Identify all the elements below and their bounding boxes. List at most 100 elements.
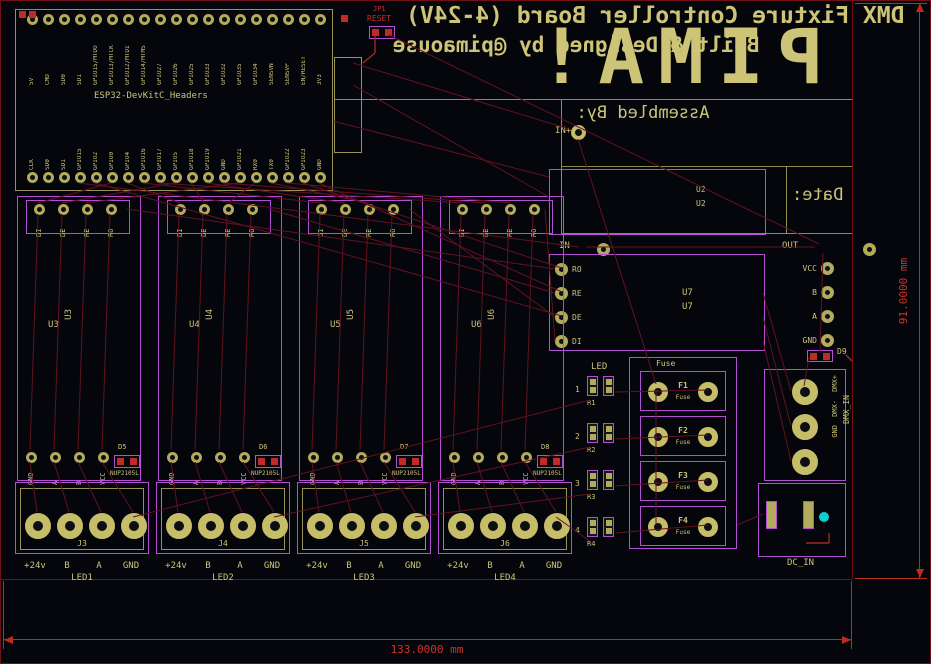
module-pin[interactable]: RO [529,204,540,237]
pin-pad[interactable] [473,452,484,463]
d9-tvs-diode[interactable] [807,350,833,362]
module-pin[interactable]: VCC [98,452,109,485]
pin-pad[interactable] [247,204,258,215]
pin-pad[interactable] [314,14,326,25]
resistor-smd[interactable] [603,376,614,396]
esp32-pin[interactable]: GPIO21 [232,106,248,183]
edge-pin[interactable]: B [787,286,834,299]
smd-pad[interactable] [29,11,36,18]
connector-pad[interactable] [512,513,538,539]
esp32-pin[interactable]: GPIO22 [280,106,296,183]
led-connector[interactable]: J6 +24v B A GND LED4 [438,482,572,583]
tvs-diode[interactable] [114,455,140,468]
dmx-connector[interactable] [764,369,846,481]
esp32-pin[interactable]: TX0 [264,106,280,183]
dc-in-connector[interactable] [758,483,846,557]
pin-pad[interactable] [234,172,246,183]
esp32-pin[interactable]: EN/RESET [296,14,312,85]
connector-pad[interactable] [25,513,51,539]
esp32-pin[interactable]: GPIO0 [104,106,120,183]
esp32-pin[interactable]: RX0 [248,106,264,183]
pin-pad[interactable] [332,452,343,463]
pin-pad[interactable] [42,172,54,183]
connector-pad[interactable] [262,513,288,539]
pin-pad[interactable] [26,172,38,183]
esp32-pin[interactable]: GPIO16 [136,106,152,183]
pin-pad[interactable] [167,452,178,463]
esp32-pin[interactable]: GPIO15/MTDO [88,14,104,85]
rs485-module[interactable]: DI DE RE [440,196,564,485]
connector-pad[interactable] [166,513,192,539]
dmx-pad[interactable] [792,449,818,475]
esp32-pin[interactable]: CLK [24,106,40,183]
esp32-pin[interactable]: GPIO23 [296,106,312,183]
smd-pad[interactable] [117,458,124,465]
pin-pad[interactable] [380,452,391,463]
module-pin[interactable]: RO [247,204,258,237]
smd-pad[interactable] [130,458,137,465]
pin-pad[interactable] [58,14,70,25]
module-pin[interactable]: A [473,452,484,485]
module-pin[interactable]: B [497,452,508,485]
pin-pad[interactable] [74,452,85,463]
connector-pad[interactable] [371,513,397,539]
esp32-pin[interactable]: 5V [24,14,40,85]
pin-pad[interactable] [186,172,198,183]
pin-pad[interactable] [481,204,492,215]
smd-pad[interactable] [412,458,419,465]
pin-pad[interactable] [34,204,45,215]
led-smd[interactable] [587,423,598,443]
pin-pad[interactable] [250,14,262,25]
module-pin[interactable]: RE [364,204,375,237]
out-pad[interactable] [863,243,877,256]
esp32-pin[interactable]: GPIO14/MTMS [136,14,152,85]
led-smd[interactable] [587,470,598,490]
module-pin[interactable]: DE [481,204,492,237]
esp32-pin[interactable]: SD0 [56,14,72,85]
module-pin[interactable]: GND [167,452,178,485]
smd-pad[interactable] [399,458,406,465]
pin-pad[interactable] [266,172,278,183]
smd-pad[interactable] [258,458,265,465]
module-pin[interactable]: GND [449,452,460,485]
pin-pad[interactable] [821,286,834,299]
pin-pad[interactable] [449,452,460,463]
pin-pad[interactable] [58,172,70,183]
led-connector[interactable]: J5 +24v B A GND LED3 [297,482,431,583]
u2-block[interactable]: U2 U2 [549,169,766,235]
module-pin[interactable]: VCC [380,452,391,485]
pin-pad[interactable] [223,204,234,215]
pin-pad[interactable] [154,172,166,183]
pin-pad[interactable] [138,14,150,25]
module-pin[interactable]: A [332,452,343,485]
pin-pad[interactable] [106,14,118,25]
pin-pad[interactable] [175,204,186,215]
pin-pad[interactable] [186,14,198,25]
module-pin[interactable]: RE [223,204,234,237]
esp32-module[interactable]: 5V CMD SD0 SD1 G [15,9,333,191]
pin-pad[interactable] [170,14,182,25]
led-group[interactable]: 1 R1 [575,373,621,414]
tvs-diode[interactable] [396,455,422,468]
pin-pad[interactable] [215,452,226,463]
esp32-pin[interactable]: CMD [40,14,56,85]
rs485-module[interactable]: DI DE RE [158,196,282,485]
fuse[interactable]: F3 Fuse [640,461,726,501]
pin-pad[interactable] [199,204,210,215]
dc-pad[interactable] [803,501,814,529]
pin-pad[interactable] [529,204,540,215]
connector-pad[interactable] [57,513,83,539]
pin-pad[interactable] [298,172,310,183]
module-pin[interactable]: DE [340,204,351,237]
dc-pad[interactable] [766,501,777,529]
esp32-pin[interactable]: GPIO2 [88,106,104,183]
smd-pad[interactable] [271,458,278,465]
esp32-pin[interactable]: GPIO12/MTDI [120,14,136,85]
resistor-smd[interactable] [603,470,614,490]
pin-pad[interactable] [356,452,367,463]
led-connector[interactable]: J3 +24v B A GND LED1 [15,482,149,583]
fuse[interactable]: F2 Fuse [640,416,726,456]
fuse[interactable]: F4 Fuse [640,506,726,546]
pin-pad[interactable] [497,452,508,463]
pin-pad[interactable] [154,14,166,25]
